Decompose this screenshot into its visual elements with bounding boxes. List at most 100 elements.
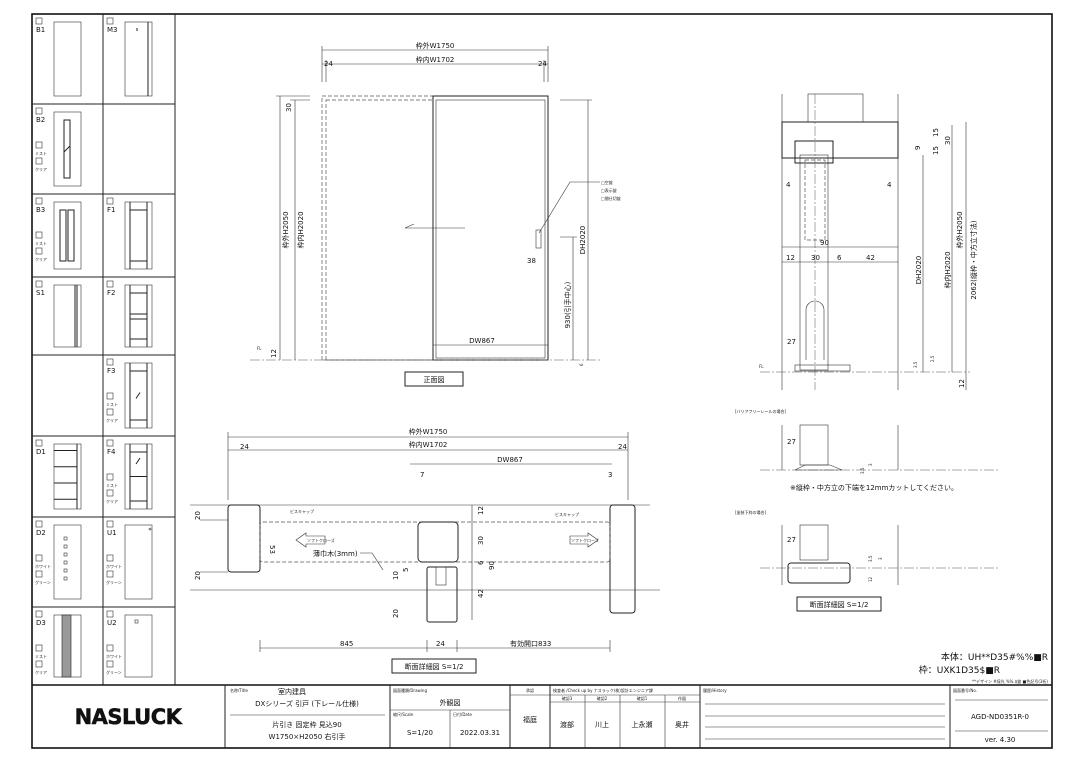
- option-checkbox[interactable]: [35, 570, 43, 578]
- design-checkbox[interactable]: [106, 610, 114, 618]
- inner-height-dim: 枠内H2020: [296, 211, 305, 248]
- dim-20-left: 20: [194, 511, 202, 520]
- dim-3: 3: [878, 557, 883, 560]
- sheet-border: [31, 13, 1053, 749]
- option-checkbox[interactable]: [35, 644, 43, 652]
- door-width-dim: DW867: [497, 456, 523, 464]
- side-dim: 24: [324, 60, 333, 68]
- thumbnail-glass: [63, 119, 71, 179]
- design-checkbox[interactable]: [35, 610, 43, 618]
- design-code: D2: [36, 529, 46, 537]
- option-checkbox[interactable]: [35, 247, 43, 255]
- option-checkbox[interactable]: [106, 489, 114, 497]
- thumbnail-glass-stripe: [61, 614, 72, 678]
- floor-mark: FL: [759, 364, 764, 369]
- top-dim: 9: [914, 146, 922, 150]
- option-checkbox[interactable]: [106, 644, 114, 652]
- design-checkbox[interactable]: [106, 197, 114, 205]
- width-total-dim: 90: [820, 239, 829, 247]
- number-label: 図面番号/No.: [953, 687, 977, 693]
- title-label: 名称/Title: [230, 687, 248, 693]
- date-value: 2022.03.31: [460, 729, 500, 737]
- option-checkbox[interactable]: [35, 660, 43, 668]
- design-code: F3: [107, 367, 115, 375]
- design-checkbox[interactable]: [35, 520, 43, 528]
- door-thumbnail-u2-icon: [124, 614, 153, 678]
- dim-7: 7: [420, 471, 424, 479]
- width-part: 42: [866, 254, 875, 262]
- frame-code: 枠：UXK1D35$■R: [919, 664, 1000, 676]
- lock-option-privacy[interactable]: □間仕切錠: [601, 195, 621, 201]
- option-label: クリア: [106, 498, 118, 504]
- title-line: DXシリーズ 引戸 (下レール仕様): [255, 699, 359, 708]
- frame-height-dim: 2062(縦枠・中方立寸法): [969, 220, 978, 300]
- option-label: ミスト: [35, 654, 47, 659]
- design-checkbox[interactable]: [106, 439, 114, 447]
- painted-sill-title: [塗装下枠の場合]: [735, 509, 767, 515]
- checker-name: 奥井: [675, 720, 689, 729]
- door-thumbnail-d1-icon: [53, 443, 82, 510]
- design-checkbox[interactable]: [106, 520, 114, 528]
- dim-3: 3: [868, 463, 873, 466]
- door-thumbnail-u1-icon: [124, 524, 153, 600]
- option-checkbox[interactable]: [35, 157, 43, 165]
- option-checkbox[interactable]: [106, 473, 114, 481]
- dim-27: 27: [787, 338, 796, 346]
- side-section: 4 4 15 9 15 30 90 12 30 6 42 DH2020 枠内H2…: [735, 93, 1000, 612]
- soft-close-label: ソフトクローズ: [307, 537, 335, 543]
- lock-option-indicator[interactable]: □表示錠: [601, 187, 617, 193]
- option-checkbox[interactable]: [106, 660, 114, 668]
- decor-square-icon: [63, 560, 68, 565]
- thumbnail-glass: [67, 209, 75, 262]
- title-block: NASLUCK 名称/Title 室内建具 DXシリーズ 引戸 (下レール仕様)…: [32, 684, 1052, 748]
- checker-name: 川上: [595, 720, 609, 729]
- design-code: B3: [36, 206, 45, 214]
- option-label: ホワイト: [106, 654, 122, 659]
- design-checkbox[interactable]: [35, 197, 43, 205]
- option-checkbox[interactable]: [35, 231, 43, 239]
- door-thumbnail-plain-icon: [53, 21, 82, 97]
- dim-30: 30: [477, 536, 485, 545]
- option-label: グリーン: [106, 579, 122, 585]
- design-checkbox[interactable]: [106, 17, 114, 25]
- width-part: 6: [837, 254, 842, 262]
- design-checkbox[interactable]: [35, 17, 43, 25]
- option-checkbox[interactable]: [35, 141, 43, 149]
- approver-label: 承認: [526, 687, 534, 693]
- design-checkbox[interactable]: [35, 280, 43, 288]
- option-label: ホワイト: [35, 564, 51, 569]
- design-code: F2: [107, 289, 115, 297]
- side-dim: 4: [887, 181, 892, 189]
- design-checkbox[interactable]: [106, 358, 114, 366]
- dim-3-5: 3.5: [868, 555, 873, 562]
- option-checkbox[interactable]: [35, 554, 43, 562]
- glass-mark: [63, 145, 71, 153]
- top-dim: 15: [932, 128, 940, 137]
- scale-label: 縮尺/Scale: [393, 711, 414, 717]
- top-dim: 30: [285, 103, 293, 112]
- decor-dot-icon: [148, 527, 152, 531]
- dim-12: 12: [958, 379, 966, 388]
- option-checkbox[interactable]: [106, 392, 114, 400]
- side-dim: 24: [240, 443, 249, 451]
- design-checkbox[interactable]: [106, 280, 114, 288]
- design-code: M3: [107, 26, 118, 34]
- thumbnail-glass: [59, 209, 67, 262]
- option-checkbox[interactable]: [106, 570, 114, 578]
- option-checkbox[interactable]: [106, 554, 114, 562]
- option-label: グリーン: [106, 669, 122, 675]
- lock-option-empty[interactable]: □空錠: [601, 179, 613, 185]
- title-line: 片引き 固定枠 見込90: [272, 720, 341, 729]
- design-checkbox[interactable]: [35, 439, 43, 447]
- door-thumbnail-f2-icon: [124, 284, 153, 348]
- option-checkbox[interactable]: [106, 408, 114, 416]
- check-label: 検査者 /Check up by ナスラック(株)設計エンジニア課: [553, 687, 653, 693]
- option-label: グリーン: [35, 579, 51, 585]
- design-checkbox[interactable]: [35, 107, 43, 115]
- plan-section-label: 断面詳細図 S=1/2: [405, 662, 464, 671]
- plan-section: 枠外W1750 枠内W1702 24 24 DW867 7 3 ビスキャップ ビ…: [190, 427, 660, 674]
- scale-value: S=1/20: [407, 729, 433, 737]
- drawing-label: 図面種類/Drawing: [393, 687, 427, 693]
- decor-square-icon: [63, 568, 68, 573]
- design-code: F1: [107, 206, 115, 214]
